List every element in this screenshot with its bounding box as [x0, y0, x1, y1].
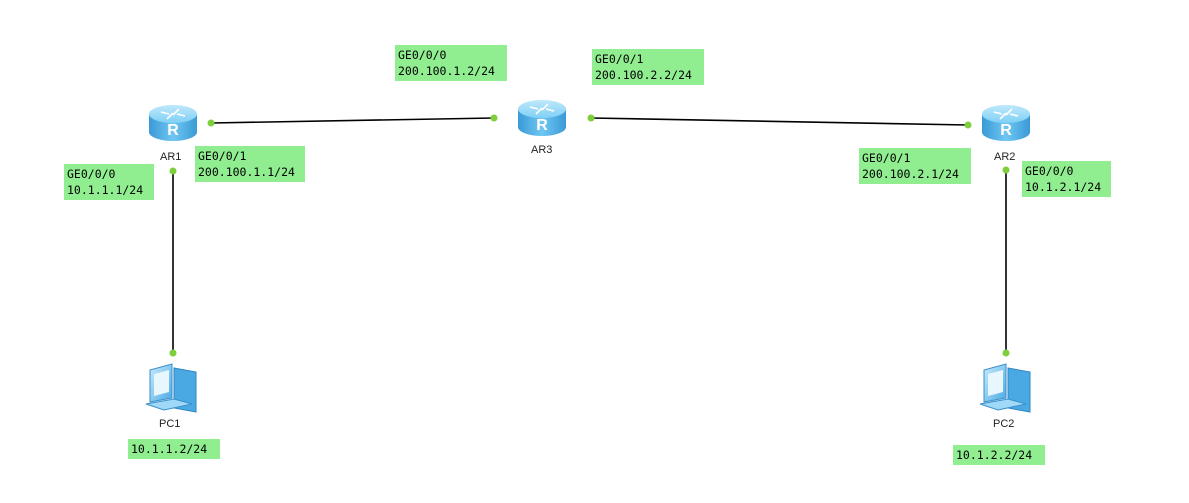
note-ar2-ge000[interactable]: GE0/0/0 10.1.2.1/24: [1022, 161, 1111, 197]
port-dot-ar3-ge001[interactable]: [587, 114, 595, 122]
port-dot-ar1-ge001[interactable]: [207, 119, 215, 127]
router-icon[interactable]: R: [149, 105, 197, 141]
note-iface: GE0/0/1: [198, 149, 247, 163]
note-iface: GE0/0/0: [67, 167, 116, 181]
pc-icon[interactable]: [145, 363, 197, 413]
svg-text:R: R: [167, 122, 179, 139]
port-dot-pc1[interactable]: [169, 349, 177, 357]
link-ar1-ar3[interactable]: [210, 117, 495, 124]
router-icon[interactable]: R: [982, 105, 1030, 141]
port-dot-ar1-ge000[interactable]: [169, 167, 177, 175]
note-iface: GE0/0/1: [862, 151, 911, 165]
note-iface: GE0/0/0: [1025, 164, 1074, 178]
link-ar3-ar2[interactable]: [590, 117, 969, 126]
device-label-ar1: AR1: [160, 151, 182, 163]
pc-icon[interactable]: [979, 363, 1031, 413]
device-label-ar3: AR3: [531, 144, 553, 156]
svg-text:R: R: [1000, 122, 1012, 139]
note-ip: 10.1.2.2/24: [956, 448, 1033, 462]
port-dot-pc2[interactable]: [1002, 349, 1010, 357]
note-ip: 200.100.2.2/24: [595, 68, 692, 82]
note-iface: GE0/0/1: [595, 52, 644, 66]
note-pc1-ip[interactable]: 10.1.1.2/24: [128, 439, 220, 459]
note-ip: 10.1.1.1/24: [67, 183, 144, 197]
device-label-ar2: AR2: [994, 151, 1016, 163]
port-dot-ar2-ge001[interactable]: [964, 121, 972, 129]
note-ip: 200.100.1.1/24: [198, 165, 295, 179]
note-ip: 10.1.1.2/24: [131, 442, 208, 456]
device-label-pc2: PC2: [993, 418, 1015, 430]
note-pc2-ip[interactable]: 10.1.2.2/24: [953, 445, 1045, 465]
port-dot-ar3-ge000[interactable]: [490, 114, 498, 122]
note-ar2-ge001[interactable]: GE0/0/1 200.100.2.1/24: [859, 148, 971, 184]
device-label-pc1: PC1: [159, 418, 181, 430]
router-icon[interactable]: R: [518, 100, 566, 136]
note-ip: 200.100.2.1/24: [862, 167, 959, 181]
port-dot-ar2-ge000[interactable]: [1002, 166, 1010, 174]
note-iface: GE0/0/0: [398, 48, 447, 62]
svg-text:R: R: [536, 117, 548, 134]
note-ar1-ge000[interactable]: GE0/0/0 10.1.1.1/24: [64, 164, 154, 200]
note-ar1-ge001[interactable]: GE0/0/1 200.100.1.1/24: [195, 146, 305, 182]
note-ar3-ge000[interactable]: GE0/0/0 200.100.1.2/24: [395, 45, 507, 81]
note-ar3-ge001[interactable]: GE0/0/1 200.100.2.2/24: [592, 49, 704, 85]
note-ip: 200.100.1.2/24: [398, 64, 495, 78]
note-ip: 10.1.2.1/24: [1025, 180, 1102, 194]
